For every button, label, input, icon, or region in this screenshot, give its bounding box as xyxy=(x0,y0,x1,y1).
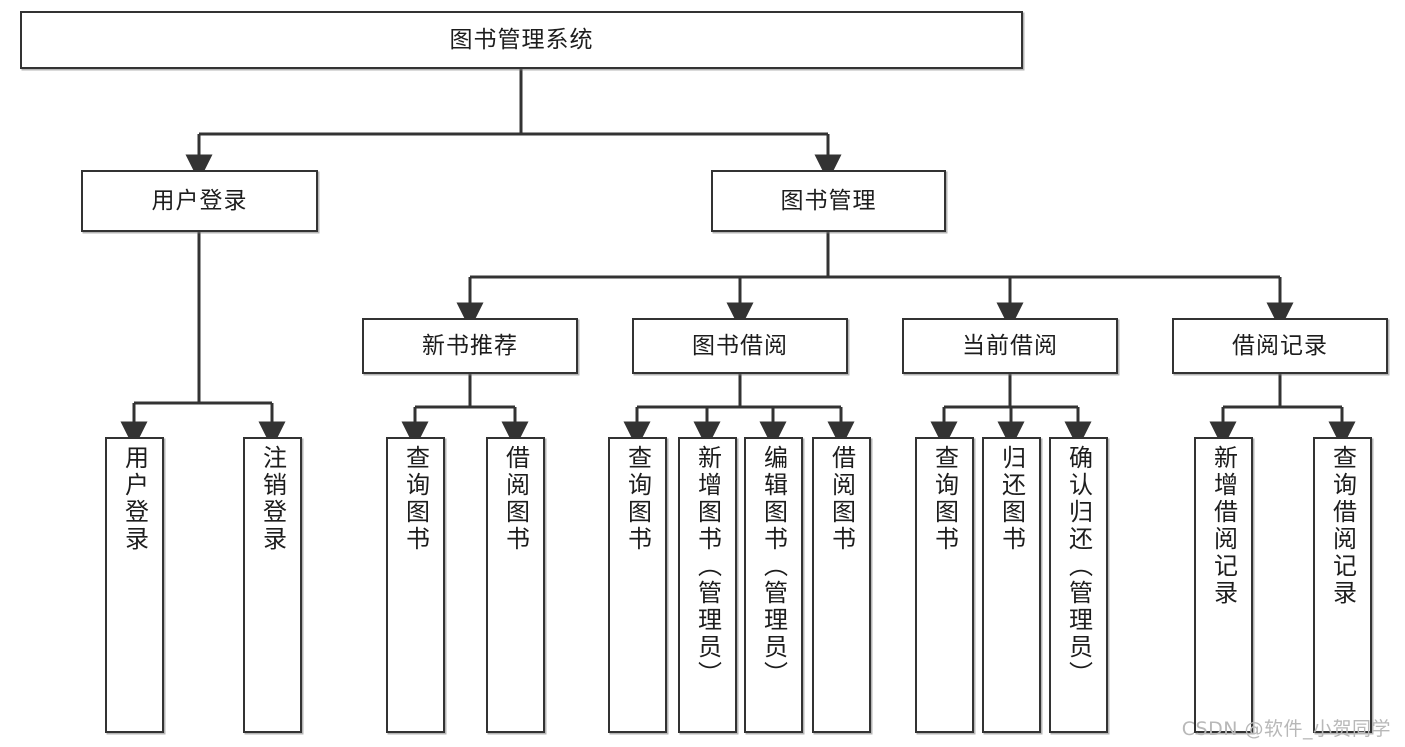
node-leaf-4[interactable]: 借阅图书 xyxy=(486,437,545,733)
csdn-watermark: CSDN @软件_小贺同学 xyxy=(1181,718,1391,740)
node-label: 查询图书 xyxy=(930,445,959,553)
node-label: 查询借阅记录 xyxy=(1328,445,1357,607)
node-leaf-13[interactable]: 查询借阅记录 xyxy=(1313,437,1372,733)
node-label: 图书管理 xyxy=(780,187,877,214)
node-leaf-1[interactable]: 用户登录 xyxy=(105,437,164,733)
node-label: 借阅记录 xyxy=(1232,332,1328,359)
node-book-borrow[interactable]: 图书借阅 xyxy=(632,318,848,374)
node-label: 借阅图书 xyxy=(827,445,856,553)
node-user-login[interactable]: 用户登录 xyxy=(81,170,318,232)
node-label: 图书管理系统 xyxy=(449,26,594,53)
node-label: 新增借阅记录 xyxy=(1209,445,1238,607)
node-label: 注销登录 xyxy=(258,445,287,553)
node-leaf-3[interactable]: 查询图书 xyxy=(386,437,445,733)
node-new-book-rec[interactable]: 新书推荐 xyxy=(362,318,578,374)
node-borrow-log[interactable]: 借阅记录 xyxy=(1172,318,1388,374)
node-label: 编辑图书（管理员） xyxy=(759,445,788,688)
node-label: 新增图书（管理员） xyxy=(693,445,722,688)
node-label: 借阅图书 xyxy=(501,445,530,553)
node-label: 查询图书 xyxy=(401,445,430,553)
node-leaf-5[interactable]: 查询图书 xyxy=(608,437,667,733)
node-label: 归还图书 xyxy=(997,445,1026,553)
node-root[interactable]: 图书管理系统 xyxy=(20,11,1023,69)
node-book-mgmt[interactable]: 图书管理 xyxy=(711,170,946,232)
node-label: 查询图书 xyxy=(623,445,652,553)
node-label: 用户登录 xyxy=(120,445,149,553)
node-leaf-6[interactable]: 新增图书（管理员） xyxy=(678,437,737,733)
node-leaf-8[interactable]: 借阅图书 xyxy=(812,437,871,733)
node-leaf-10[interactable]: 归还图书 xyxy=(982,437,1041,733)
node-label: 当前借阅 xyxy=(962,332,1058,359)
node-leaf-11[interactable]: 确认归还（管理员） xyxy=(1049,437,1108,733)
node-label: 确认归还（管理员） xyxy=(1064,445,1093,688)
node-label: 新书推荐 xyxy=(422,332,518,359)
node-label: 用户登录 xyxy=(151,187,248,214)
node-leaf-7[interactable]: 编辑图书（管理员） xyxy=(744,437,803,733)
node-leaf-2[interactable]: 注销登录 xyxy=(243,437,302,733)
node-leaf-12[interactable]: 新增借阅记录 xyxy=(1194,437,1253,733)
node-label: 图书借阅 xyxy=(692,332,788,359)
node-leaf-9[interactable]: 查询图书 xyxy=(915,437,974,733)
node-cur-borrow[interactable]: 当前借阅 xyxy=(902,318,1118,374)
